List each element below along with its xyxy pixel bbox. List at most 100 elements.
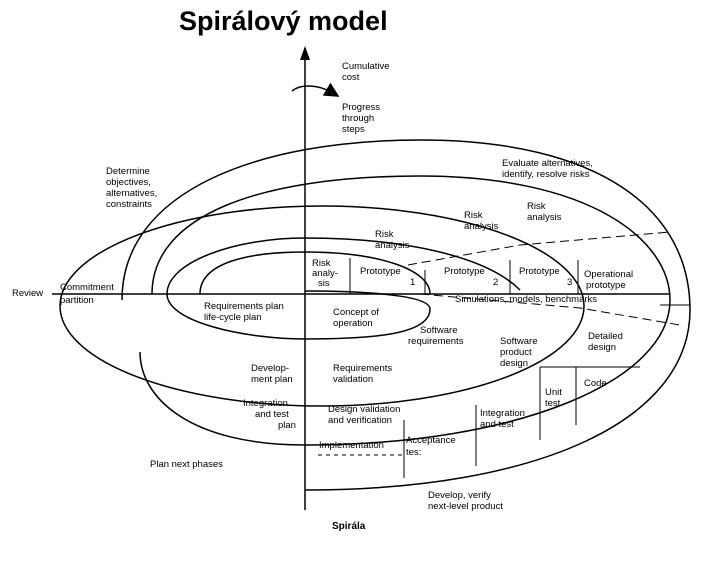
label-detailed-design: Detailed design	[588, 331, 623, 353]
svg-text:operation: operation	[333, 318, 373, 329]
svg-text:requirements: requirements	[408, 336, 464, 347]
spiral-loop-1	[166, 237, 521, 340]
svg-text:Acceptance: Acceptance	[406, 435, 456, 446]
spiral-loop-4	[139, 175, 671, 446]
label-risk-analysis-1: Risk analy- sis	[312, 258, 338, 289]
svg-text:analy-: analy-	[312, 268, 338, 279]
svg-text:plan: plan	[278, 420, 296, 431]
svg-text:life-cycle plan: life-cycle plan	[204, 312, 262, 323]
svg-text:Design validation: Design validation	[328, 404, 400, 415]
label-plan-next-phases: Plan next phases	[150, 459, 223, 470]
spiral-loop-3	[59, 205, 585, 407]
label-risk-analysis-3: Risk analysis	[464, 210, 499, 232]
label-commitment: Commitment partition	[60, 282, 114, 306]
page-title: Spirálový model	[179, 6, 388, 36]
label-development-plan: Develop- ment plan	[251, 363, 293, 385]
svg-text:analysis: analysis	[464, 221, 499, 232]
svg-text:Requirements plan: Requirements plan	[204, 301, 284, 312]
svg-text:Evaluate alternatives,: Evaluate alternatives,	[502, 158, 593, 169]
label-operational-prototype: Operational prototype	[584, 269, 633, 291]
spiral-loop-outer	[121, 139, 691, 491]
svg-text:1: 1	[410, 277, 415, 288]
svg-text:alternatives,: alternatives,	[106, 188, 157, 199]
svg-text:and verification: and verification	[328, 415, 392, 426]
svg-text:3: 3	[567, 277, 572, 288]
svg-text:design: design	[588, 342, 616, 353]
label-simulations: Simulations, models, benchmarks	[455, 294, 597, 305]
svg-text:through: through	[342, 113, 374, 124]
svg-text:validation: validation	[333, 374, 373, 385]
label-prototype-3: Prototype 3	[519, 266, 572, 288]
label-integration-and-test: Integration and test	[480, 408, 525, 430]
risk-dashed-line	[407, 231, 671, 266]
label-acceptance-test: Acceptance tes:	[406, 435, 456, 458]
label-develop-verify: Develop, verify next-level product	[428, 490, 503, 512]
label-cumulative-cost: Cumulative cost	[342, 61, 390, 83]
svg-text:cost: cost	[342, 72, 360, 83]
label-software-product-design: Software product design	[500, 336, 538, 369]
svg-text:analysis: analysis	[375, 240, 410, 251]
label-progress: Progress through steps	[342, 102, 380, 135]
svg-text:analysis: analysis	[527, 212, 562, 223]
svg-text:2: 2	[493, 277, 498, 288]
svg-text:Operational: Operational	[584, 269, 633, 280]
label-software-requirements: Software requirements	[408, 325, 464, 347]
label-requirements-validation: Requirements validation	[333, 363, 392, 385]
svg-text:Requirements: Requirements	[333, 363, 392, 374]
svg-text:Software: Software	[500, 336, 538, 347]
label-integration-test-plan: Integration and test plan	[243, 398, 296, 431]
svg-text:identify, resolve risks: identify, resolve risks	[502, 169, 590, 180]
svg-text:Detailed: Detailed	[588, 331, 623, 342]
svg-text:Prototype: Prototype	[444, 266, 485, 277]
progress-rotation-arrow	[291, 82, 340, 97]
svg-text:test: test	[545, 398, 561, 409]
svg-text:ment plan: ment plan	[251, 374, 293, 385]
svg-text:Determine: Determine	[106, 166, 150, 177]
svg-text:Risk: Risk	[464, 210, 483, 221]
svg-text:Integration: Integration	[480, 408, 525, 419]
vertical-axis-arrow	[300, 46, 310, 60]
svg-text:design: design	[500, 358, 528, 369]
svg-text:sis: sis	[318, 278, 330, 289]
svg-text:Unit: Unit	[545, 387, 562, 398]
svg-text:and test: and test	[480, 419, 514, 430]
svg-text:Prototype: Prototype	[519, 266, 560, 277]
label-determine: Determine objectives, alternatives, cons…	[106, 166, 157, 210]
svg-text:Integration: Integration	[243, 398, 288, 409]
caption: Spirála	[332, 521, 366, 532]
simulation-dashed-line	[419, 293, 681, 326]
label-evaluate: Evaluate alternatives, identify, resolve…	[502, 158, 593, 180]
svg-text:Progress: Progress	[342, 102, 380, 113]
svg-text:product: product	[500, 347, 532, 358]
label-risk-analysis-4: Risk analysis	[527, 201, 562, 223]
svg-text:steps: steps	[342, 124, 365, 135]
label-implementation: Implementation	[319, 440, 384, 451]
svg-text:Prototype: Prototype	[360, 266, 401, 277]
label-concept-of-operation: Concept of operation	[333, 307, 379, 329]
svg-text:Cumulative: Cumulative	[342, 61, 390, 72]
label-unit-test: Unit test	[545, 387, 562, 409]
svg-text:next-level product: next-level product	[428, 501, 503, 512]
label-prototype-1: Prototype 1	[360, 266, 415, 288]
label-code: Code	[584, 378, 607, 389]
svg-text:Risk: Risk	[527, 201, 546, 212]
label-requirements-plan: Requirements plan life-cycle plan	[204, 301, 284, 323]
svg-text:and test: and test	[255, 409, 289, 420]
svg-text:prototype: prototype	[586, 280, 626, 291]
svg-text:tes:: tes:	[406, 447, 421, 458]
label-prototype-2: Prototype 2	[444, 266, 498, 288]
svg-text:Risk: Risk	[375, 229, 394, 240]
svg-text:constraints: constraints	[106, 199, 152, 210]
label-review: Review	[12, 288, 43, 299]
svg-text:partition: partition	[60, 295, 94, 306]
label-risk-analysis-2: Risk analysis	[375, 229, 410, 251]
svg-text:Risk: Risk	[312, 258, 331, 269]
svg-text:Develop, verify: Develop, verify	[428, 490, 491, 501]
svg-text:Commitment: Commitment	[60, 282, 114, 293]
svg-text:Concept of: Concept of	[333, 307, 379, 318]
svg-text:Develop-: Develop-	[251, 363, 289, 374]
svg-text:Software: Software	[420, 325, 458, 336]
label-design-validation: Design validation and verification	[328, 404, 400, 426]
svg-text:objectives,: objectives,	[106, 177, 151, 188]
